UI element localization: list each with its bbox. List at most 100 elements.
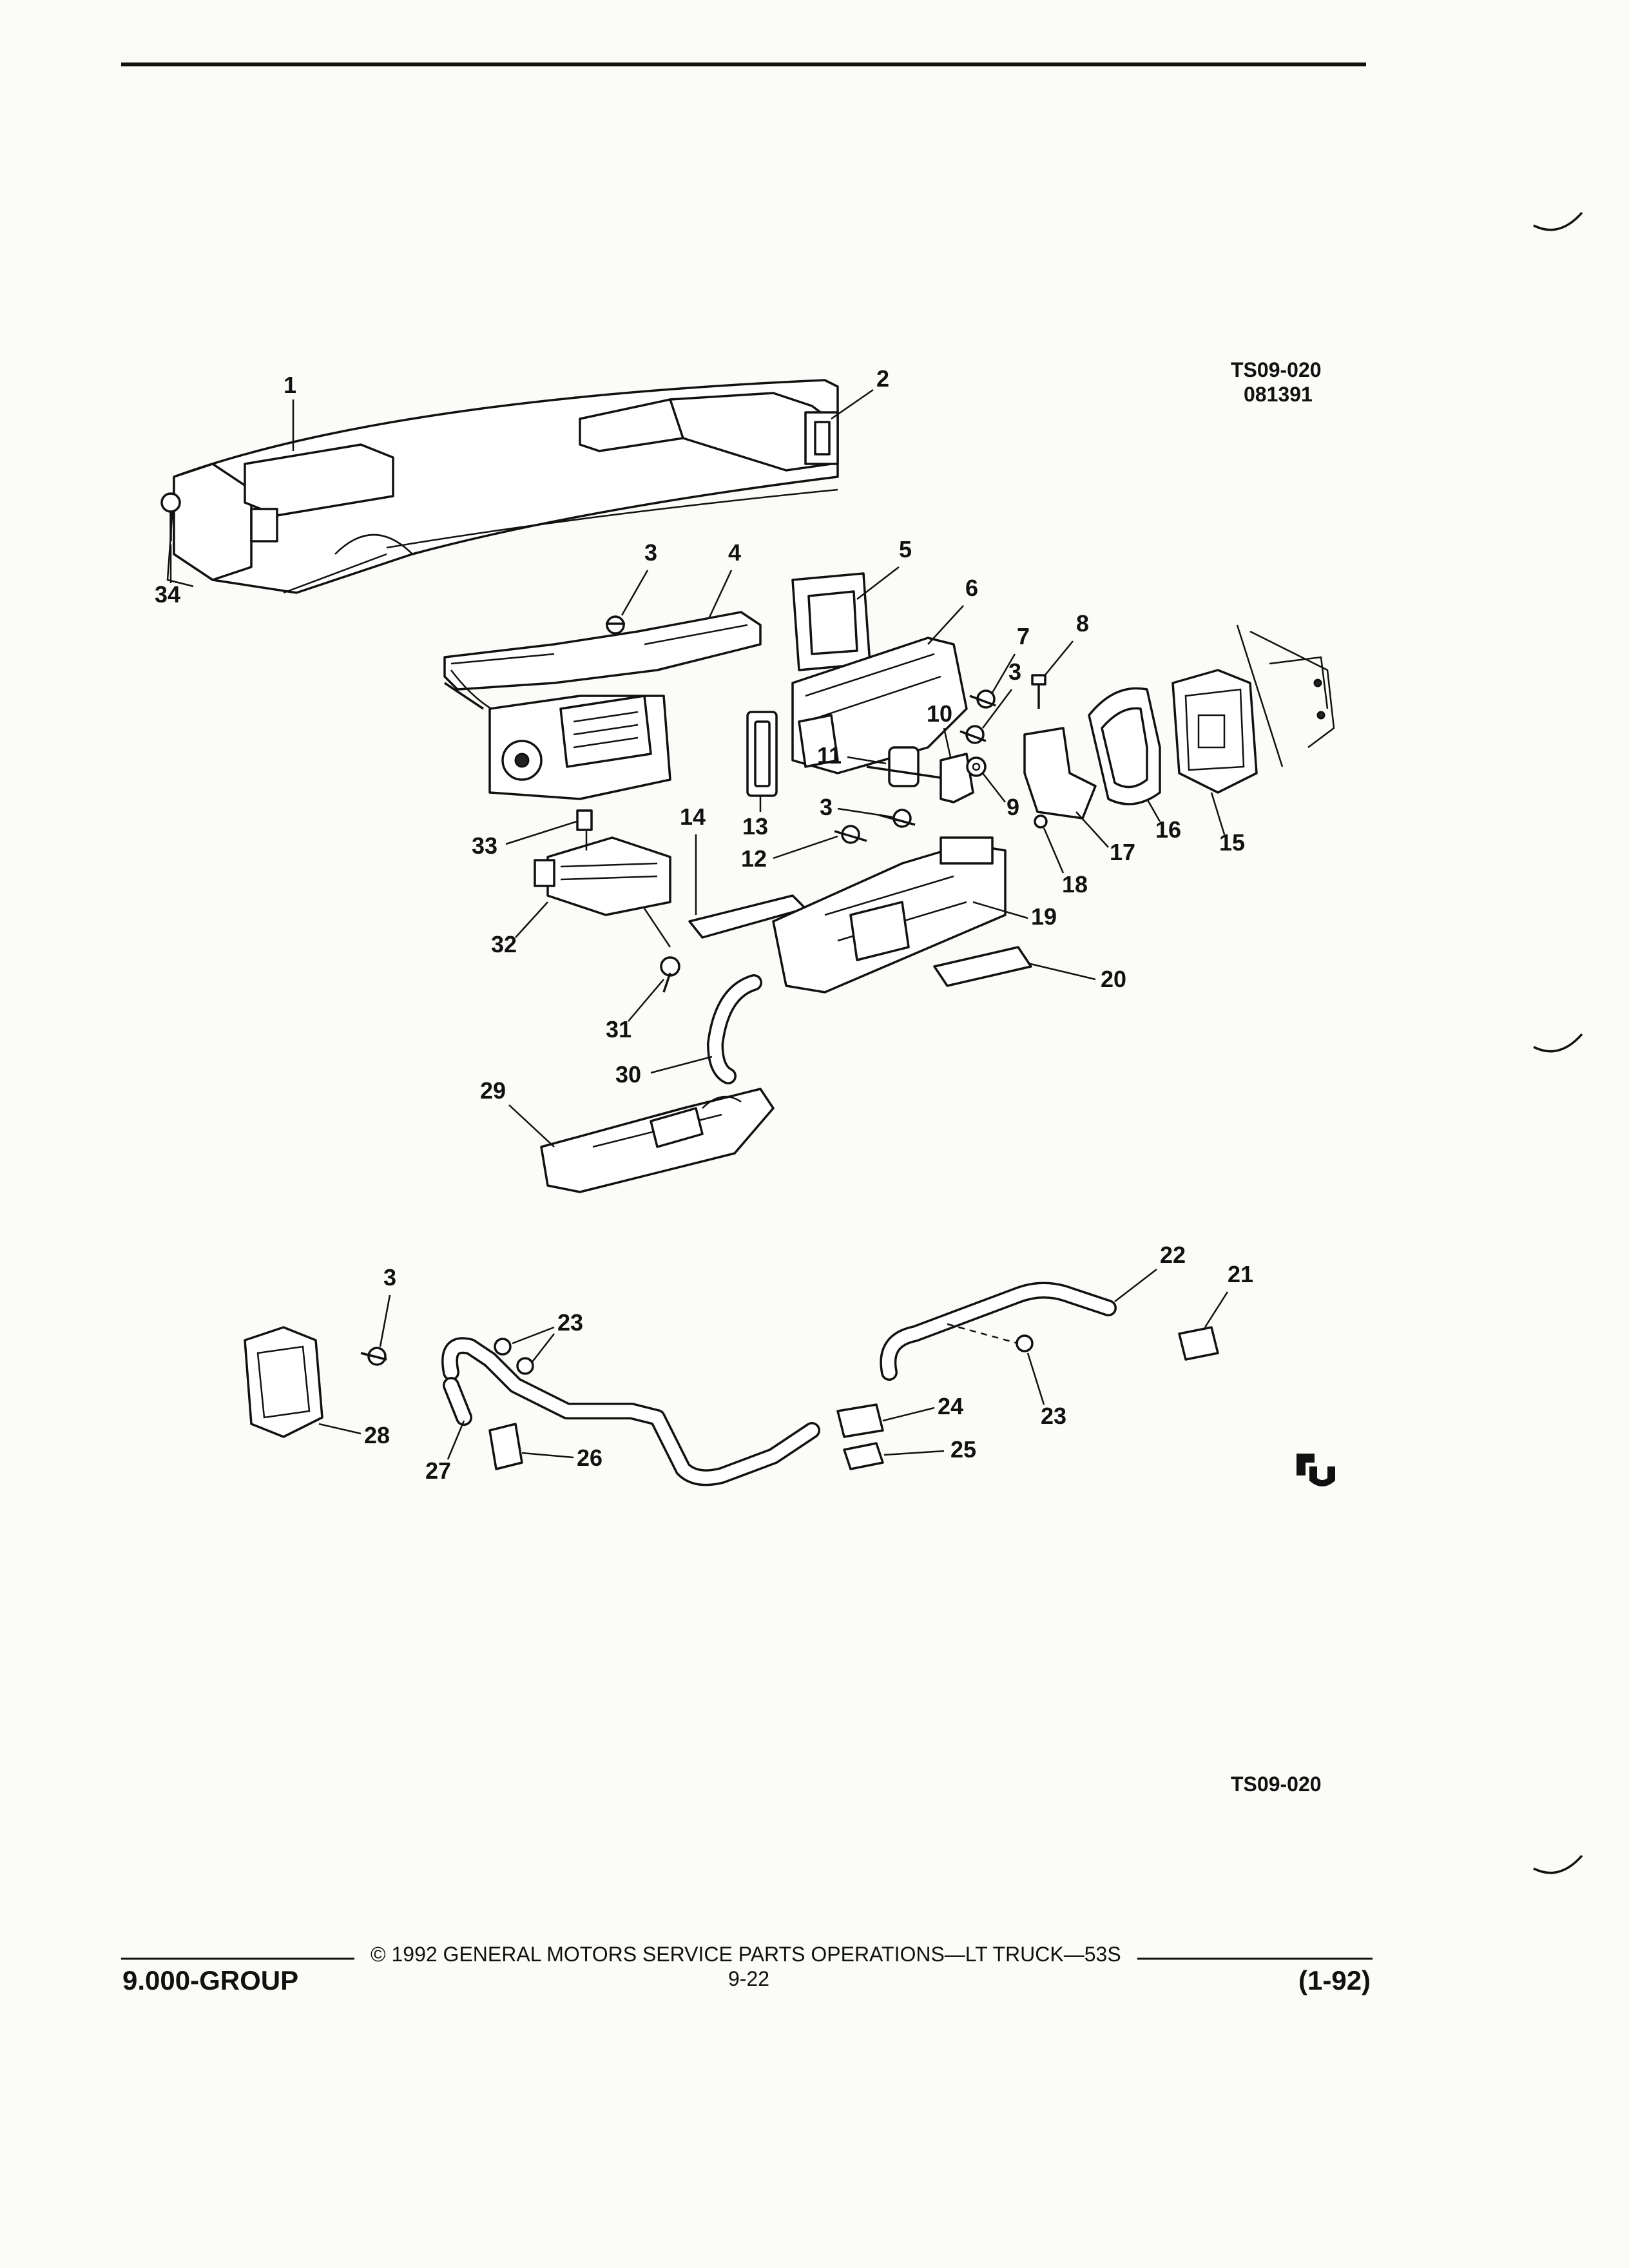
screw-3b <box>959 725 987 744</box>
callout-18: 18 <box>1043 827 1088 898</box>
actuator-11 <box>866 746 954 787</box>
callout-34: 34 <box>155 544 180 608</box>
callout-22: 22 <box>1114 1242 1186 1302</box>
ref-code: TS09-020 <box>1231 358 1322 381</box>
callout-15: 15 <box>1210 792 1245 856</box>
clamp-23c <box>1016 1334 1034 1352</box>
callout-3c: 3 <box>820 794 893 820</box>
svg-text:3: 3 <box>820 794 833 820</box>
callout-23a: 23 <box>512 1309 583 1363</box>
screw-12 <box>834 825 867 844</box>
clamp-23a <box>494 1338 512 1356</box>
callout-6: 6 <box>927 575 978 645</box>
svg-text:5: 5 <box>899 536 912 562</box>
svg-text:9: 9 <box>1007 794 1019 820</box>
clip-33 <box>576 809 593 831</box>
svg-text:11: 11 <box>817 742 842 769</box>
seal-17 <box>1023 727 1097 820</box>
svg-text:27: 27 <box>425 1457 451 1484</box>
callout-21: 21 <box>1204 1261 1253 1328</box>
screw-7 <box>969 689 996 709</box>
seal-25 <box>843 1442 884 1470</box>
screw-34 <box>160 492 181 541</box>
svg-text:8: 8 <box>1076 610 1089 637</box>
svg-text:19: 19 <box>1031 903 1057 930</box>
svg-text:34: 34 <box>155 581 180 608</box>
svg-text:29: 29 <box>480 1077 506 1104</box>
control-module-32 <box>534 831 671 948</box>
screw-3d <box>360 1347 387 1366</box>
gasket-16 <box>1088 687 1161 805</box>
dash-leader <box>947 1323 1019 1345</box>
svg-text:25: 25 <box>950 1436 976 1463</box>
svg-text:30: 30 <box>615 1061 641 1088</box>
callout-8: 8 <box>1043 610 1089 677</box>
bracket-10 <box>940 753 974 803</box>
ref-date: 081391 <box>1244 383 1313 406</box>
callout-10: 10 <box>927 700 952 758</box>
footer-page-number: 9-22 <box>728 1967 770 1990</box>
footer-group: 9.000-GROUP <box>122 1965 299 1995</box>
callout-29: 29 <box>480 1077 555 1148</box>
callout-13: 13 <box>742 796 768 840</box>
callout-9: 9 <box>982 773 1019 820</box>
console-duct-29 <box>540 1088 775 1193</box>
callout-28: 28 <box>318 1422 390 1448</box>
svg-text:17: 17 <box>1110 839 1135 865</box>
edge-mark <box>1533 1854 1583 1874</box>
callout-12: 12 <box>741 835 838 872</box>
callout-32: 32 <box>491 901 548 957</box>
callout-31: 31 <box>606 979 664 1043</box>
svg-text:3: 3 <box>383 1264 396 1291</box>
svg-text:20: 20 <box>1101 966 1126 992</box>
svg-text:22: 22 <box>1160 1242 1186 1268</box>
callout-14: 14 <box>680 803 706 915</box>
svg-text:33: 33 <box>472 832 497 859</box>
heater-core-cover-28 <box>244 1326 323 1438</box>
screw-8 <box>1031 674 1046 709</box>
svg-text:6: 6 <box>965 575 978 601</box>
callout-3: 3 <box>621 539 657 616</box>
fitting-21 <box>1178 1326 1219 1361</box>
floor-duct-19 <box>772 836 1007 994</box>
hose-22 <box>880 1282 1117 1381</box>
svg-text:18: 18 <box>1062 871 1088 898</box>
ref-code-bottom: TS09-020 <box>1231 1773 1322 1796</box>
svg-text:23: 23 <box>557 1309 583 1336</box>
callout-33: 33 <box>472 820 577 859</box>
footer-copyright: © 1992 GENERAL MOTORS SERVICE PARTS OPER… <box>371 1943 1121 1966</box>
gasket-13 <box>746 711 778 797</box>
footer-revision: (1-92) <box>1298 1965 1371 1995</box>
clip-18 <box>1034 814 1048 829</box>
svg-text:13: 13 <box>742 813 768 840</box>
svg-text:21: 21 <box>1228 1261 1253 1287</box>
svg-text:3: 3 <box>644 539 657 566</box>
firewall-section <box>1236 624 1335 767</box>
svg-text:31: 31 <box>606 1016 631 1043</box>
hose-assembly-27 <box>441 1337 820 1486</box>
callout-20: 20 <box>1027 962 1126 992</box>
nut-9 <box>966 756 987 777</box>
callout-7: 7 <box>991 623 1030 693</box>
callout-25: 25 <box>883 1436 976 1463</box>
svg-text:10: 10 <box>927 700 952 727</box>
callout-26: 26 <box>521 1445 602 1471</box>
svg-text:28: 28 <box>364 1422 390 1448</box>
svg-text:24: 24 <box>938 1393 963 1419</box>
valve-24 <box>836 1403 884 1438</box>
screw-3c <box>879 809 916 828</box>
svg-text:14: 14 <box>680 803 706 830</box>
callout-4: 4 <box>708 539 741 619</box>
callout-30: 30 <box>615 1055 713 1088</box>
callout-3b: 3 <box>982 658 1021 729</box>
svg-text:32: 32 <box>491 931 517 957</box>
callout-16: 16 <box>1146 798 1181 843</box>
edge-mark <box>1533 1033 1583 1053</box>
svg-text:1: 1 <box>284 372 296 398</box>
callout-23b: 23 <box>1027 1352 1066 1429</box>
valve-26 <box>488 1423 523 1470</box>
callout-27: 27 <box>425 1420 465 1484</box>
screw-3 <box>606 615 625 635</box>
